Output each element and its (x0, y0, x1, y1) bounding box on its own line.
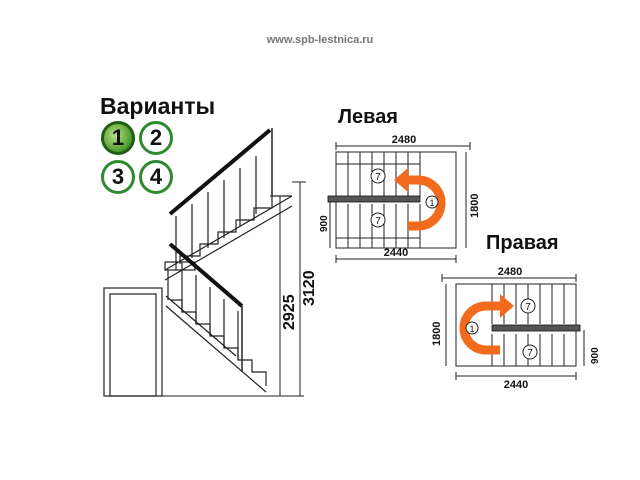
right-turn-arrow (459, 301, 500, 355)
variants-heading: Варианты (100, 93, 216, 119)
left-turn-count (425, 195, 439, 209)
left-arrowhead (394, 168, 408, 192)
left-dim-top: 2480 (392, 134, 416, 146)
right-plan-rail (491, 324, 581, 332)
left-turn-arrow (406, 175, 446, 231)
left-plan-title: Левая (338, 106, 398, 128)
right-turn-count (465, 321, 479, 335)
left-plan-rail (327, 195, 421, 203)
height-label-3120: 3120 (301, 270, 318, 306)
left-lower-step-count (370, 212, 386, 228)
right-upper-step-text: 7 (525, 302, 531, 313)
right-dim-landing: 900 (590, 347, 601, 364)
variant-button-4[interactable]: 4 (139, 160, 173, 194)
right-dim-bottom: 2440 (504, 379, 528, 391)
right-plan-title: Правая (486, 232, 559, 254)
right-lower-step-text: 7 (527, 348, 533, 359)
lower-handrail (168, 242, 244, 308)
left-dim-bottom: 2440 (384, 247, 408, 259)
right-turn-text: 1 (469, 324, 474, 334)
left-upper-step-count (370, 168, 386, 184)
height-label-2925: 2925 (281, 294, 298, 330)
right-dim-top: 2480 (498, 266, 522, 278)
upper-handrail (168, 128, 272, 216)
variant-button-2[interactable]: 2 (139, 121, 173, 155)
left-dim-landing: 900 (319, 215, 330, 232)
height-dimensions (270, 181, 306, 397)
right-dim-side: 1800 (431, 322, 443, 346)
right-arrowhead (500, 294, 514, 318)
variant-button-3[interactable]: 3 (101, 160, 135, 194)
right-lower-step-count (522, 344, 538, 360)
left-lower-step-text: 7 (375, 216, 381, 227)
left-upper-step-text: 7 (375, 172, 381, 183)
site-url[interactable]: www.spb-lestnica.ru (266, 34, 374, 46)
lower-flight (165, 262, 267, 393)
variant-button-1[interactable]: 1 (101, 121, 135, 155)
right-upper-step-count (520, 298, 536, 314)
left-turn-text: 1 (429, 198, 434, 208)
left-dim-side: 1800 (469, 194, 481, 218)
